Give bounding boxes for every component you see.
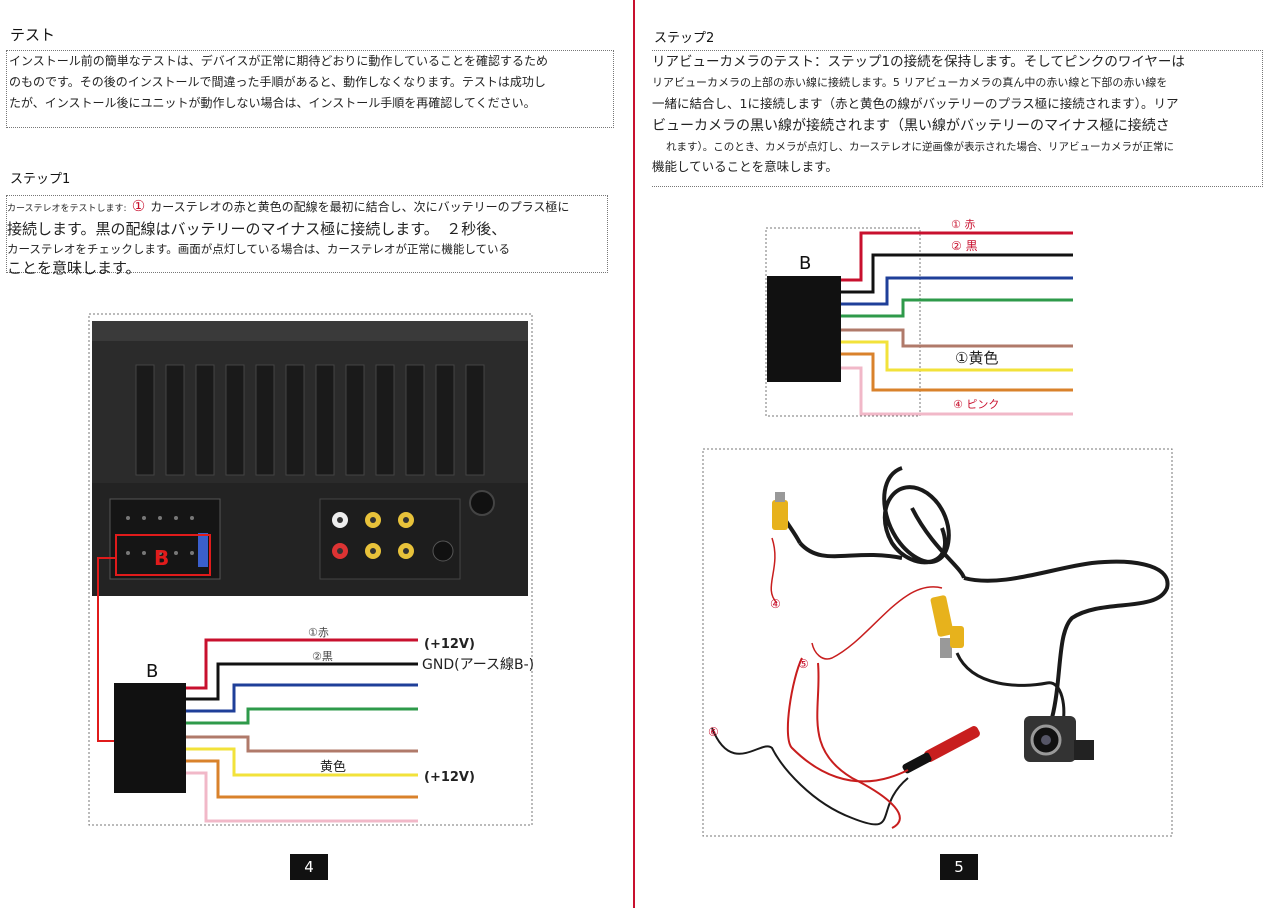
wire-red-right (841, 231, 1073, 282)
yellow-rca-middle (930, 595, 964, 658)
wire-orange (186, 759, 418, 799)
wire-black-label-right: ② 黒 (951, 239, 978, 253)
connector-b-block (114, 683, 186, 793)
wire-brown (186, 735, 418, 753)
wire-yellow-label-right: ①黄色 (955, 349, 998, 367)
diagram-border-right (765, 227, 921, 417)
step1-prefix: カーステレオをテストします: (7, 204, 127, 214)
step1-title: ステップ1 (10, 172, 71, 187)
step2-title: ステップ2 (654, 31, 715, 46)
connector-b-label-right: B (799, 253, 811, 274)
connector-b-block-right (767, 276, 841, 382)
page-number-left: 4 (290, 854, 328, 880)
page-number-right: 5 (940, 854, 978, 880)
wire-pink-right (841, 366, 1073, 416)
intro-box: インストール前の簡単なテストは、デバイスが正常に期待どおりに動作していることを確… (6, 50, 614, 128)
step2-line-6: 機能していることを意味します。 (652, 159, 838, 174)
lead-line (97, 557, 116, 742)
step2-line-5: れます）。このとき、カメラが点灯し、カーステレオに逆画像が表示された場合、リアビ… (666, 141, 1174, 153)
intro-line-1: インストール前の簡単なテストは、デバイスが正常に期待どおりに動作していることを確… (9, 54, 549, 68)
diagram-border (88, 313, 533, 826)
step2-box: リアビューカメラのテスト：ステップ1の接続を保持します。そしてピンクのワイヤーは… (652, 50, 1263, 187)
wire-green (186, 707, 418, 725)
fuse (198, 533, 208, 567)
car-stereo-photo: B (92, 321, 528, 596)
wire-black (186, 662, 418, 701)
plus12v-top: (+12V) (424, 637, 475, 652)
step2-line-2: リアビューカメラの上部の赤い線に接続します。5 リアビューカメラの真ん中の赤い線… (652, 76, 1168, 89)
step2-line-4: ビューカメラの黒い線が接続されます（黒い線がバッテリーのマイナス極に接続さ (652, 118, 1170, 134)
wires (186, 638, 418, 823)
test-title: テスト (10, 26, 56, 44)
step1-line-2: 接続します。黒の配線はバッテリーのマイナス極に接続します。 ２秒後、 (7, 220, 507, 238)
intro-line-3: たが、インストール後にユニットが動作しない場合は、インストール手順を再確認してく… (9, 96, 536, 110)
stereo-wiring-diagram: B B ①赤 ②黒 黄色 (+12V) GND(アース線B-) (+12V) (88, 313, 534, 826)
step1-box: カーステレオをテストします: ① カーステレオの赤と黄色の配線を最初に結合し、次… (6, 195, 608, 277)
wire-blue (186, 683, 418, 713)
step2-line-1: リアビューカメラのテスト：ステップ1の接続を保持します。そしてピンクのワイヤーは (652, 54, 1185, 70)
step1-marker: ① (131, 197, 146, 215)
wire-red-label-right: ① 赤 (951, 218, 975, 231)
step1-line-1: カーステレオの赤と黄色の配線を最初に結合し、次にバッテリーのプラス極に (150, 200, 570, 214)
connector-b-highlight (115, 534, 211, 576)
step1-line-3: カーステレオをチェックします。画面が点灯している場合は、カーステレオが正常に機能… (7, 242, 511, 256)
connector-b-label: B (146, 661, 158, 682)
wire-yellow (186, 747, 418, 777)
rear-camera-photo: ④ ⑤ ⑥ (702, 448, 1173, 837)
wire-yellow-right (841, 340, 1073, 372)
wire-pink (186, 771, 418, 823)
wire-red-label: ①赤 (308, 626, 329, 639)
wire-pink-label-right: ④ ピンク (953, 398, 999, 411)
wire-black-right (841, 253, 1073, 294)
intro-line-2: のものです。その後のインストールで間違った手順があると、動作しなくなります。テス… (9, 75, 546, 89)
wire-orange-right (841, 352, 1073, 392)
wire-blue-right (841, 276, 1073, 306)
wires-right (841, 231, 1073, 416)
wire-brown-right (841, 328, 1073, 348)
plus12v-bottom: (+12V) (424, 770, 475, 785)
wire-yellow-label: 黄色 (320, 759, 346, 775)
camera-body (1024, 716, 1094, 762)
connector-b-photo-label: B (154, 546, 169, 570)
red-power-plug (902, 726, 980, 774)
camera-label-6: ⑥ (708, 725, 719, 739)
step2-line-3: 一緒に結合し、1に接続します（赤と黄色の線がバッテリーのプラス極に接続されます）… (652, 96, 1179, 111)
page-divider (633, 0, 635, 908)
wire-red (186, 638, 418, 690)
gnd-label: GND(アース線B-) (422, 657, 534, 673)
step1-line-4: ことを意味します。 (7, 259, 141, 277)
camera-wiring-diagram: B ① 赤 ② 黒 ①黄色 ④ ピンク (765, 218, 1073, 417)
camera-label-4: ④ (770, 597, 781, 611)
coiled-cable (778, 466, 1170, 719)
yellow-rca-top (772, 492, 788, 530)
camera-label-5: ⑤ (798, 657, 809, 671)
wire-green-right (841, 298, 1073, 318)
wire-black-label: ②黒 (312, 650, 333, 663)
step1-row-1: カーステレオをテストします: ① カーステレオの赤と黄色の配線を最初に結合し、次… (7, 196, 607, 219)
